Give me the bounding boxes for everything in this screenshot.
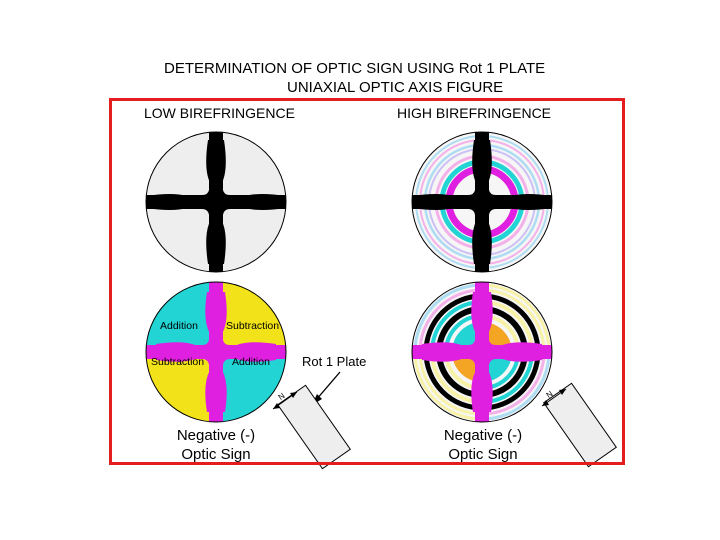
quadrant-label-lower-right: Addition — [232, 356, 270, 368]
isogyre-cross — [146, 282, 286, 422]
high-birefringence-figure — [411, 131, 553, 273]
isogyre-cross — [412, 132, 552, 272]
slow-ray-direction-arrow — [272, 391, 298, 410]
section-heading-high: HIGH BIREFRINGENCE — [397, 105, 552, 121]
accessory-plate-right — [541, 382, 617, 468]
low-birefringence-figure — [145, 131, 287, 273]
caption-left: Negative (-) Optic Sign — [164, 426, 268, 464]
caption-left-line2: Optic Sign — [181, 446, 251, 463]
page-title: DETERMINATION OF OPTIC SIGN USING Rot 1 … — [164, 60, 546, 77]
section-heading-low: LOW BIREFRINGENCE — [144, 105, 295, 121]
high-birefringence-with-plate-figure — [411, 281, 553, 423]
quadrant-label-lower-left: Subtraction — [151, 356, 205, 368]
quadrant-label-upper-left: Addition — [160, 320, 198, 332]
caption-right-line1: Negative (-) — [443, 427, 523, 444]
highlight-frame — [109, 98, 625, 465]
isogyre-cross — [412, 282, 552, 422]
caption-right-line2: Optic Sign — [448, 446, 518, 463]
quadrant-label-upper-right: Subtraction — [226, 320, 280, 332]
slow-ray-direction-arrow — [541, 388, 567, 407]
plate-label: Rot 1 Plate — [302, 354, 367, 369]
caption-right: Negative (-) Optic Sign — [431, 426, 535, 464]
accessory-plate-left — [272, 384, 351, 470]
page-subtitle: UNIAXIAL OPTIC AXIS FIGURE — [287, 79, 504, 96]
caption-left-line1: Negative (-) — [176, 427, 256, 444]
isogyre-cross — [146, 132, 286, 272]
